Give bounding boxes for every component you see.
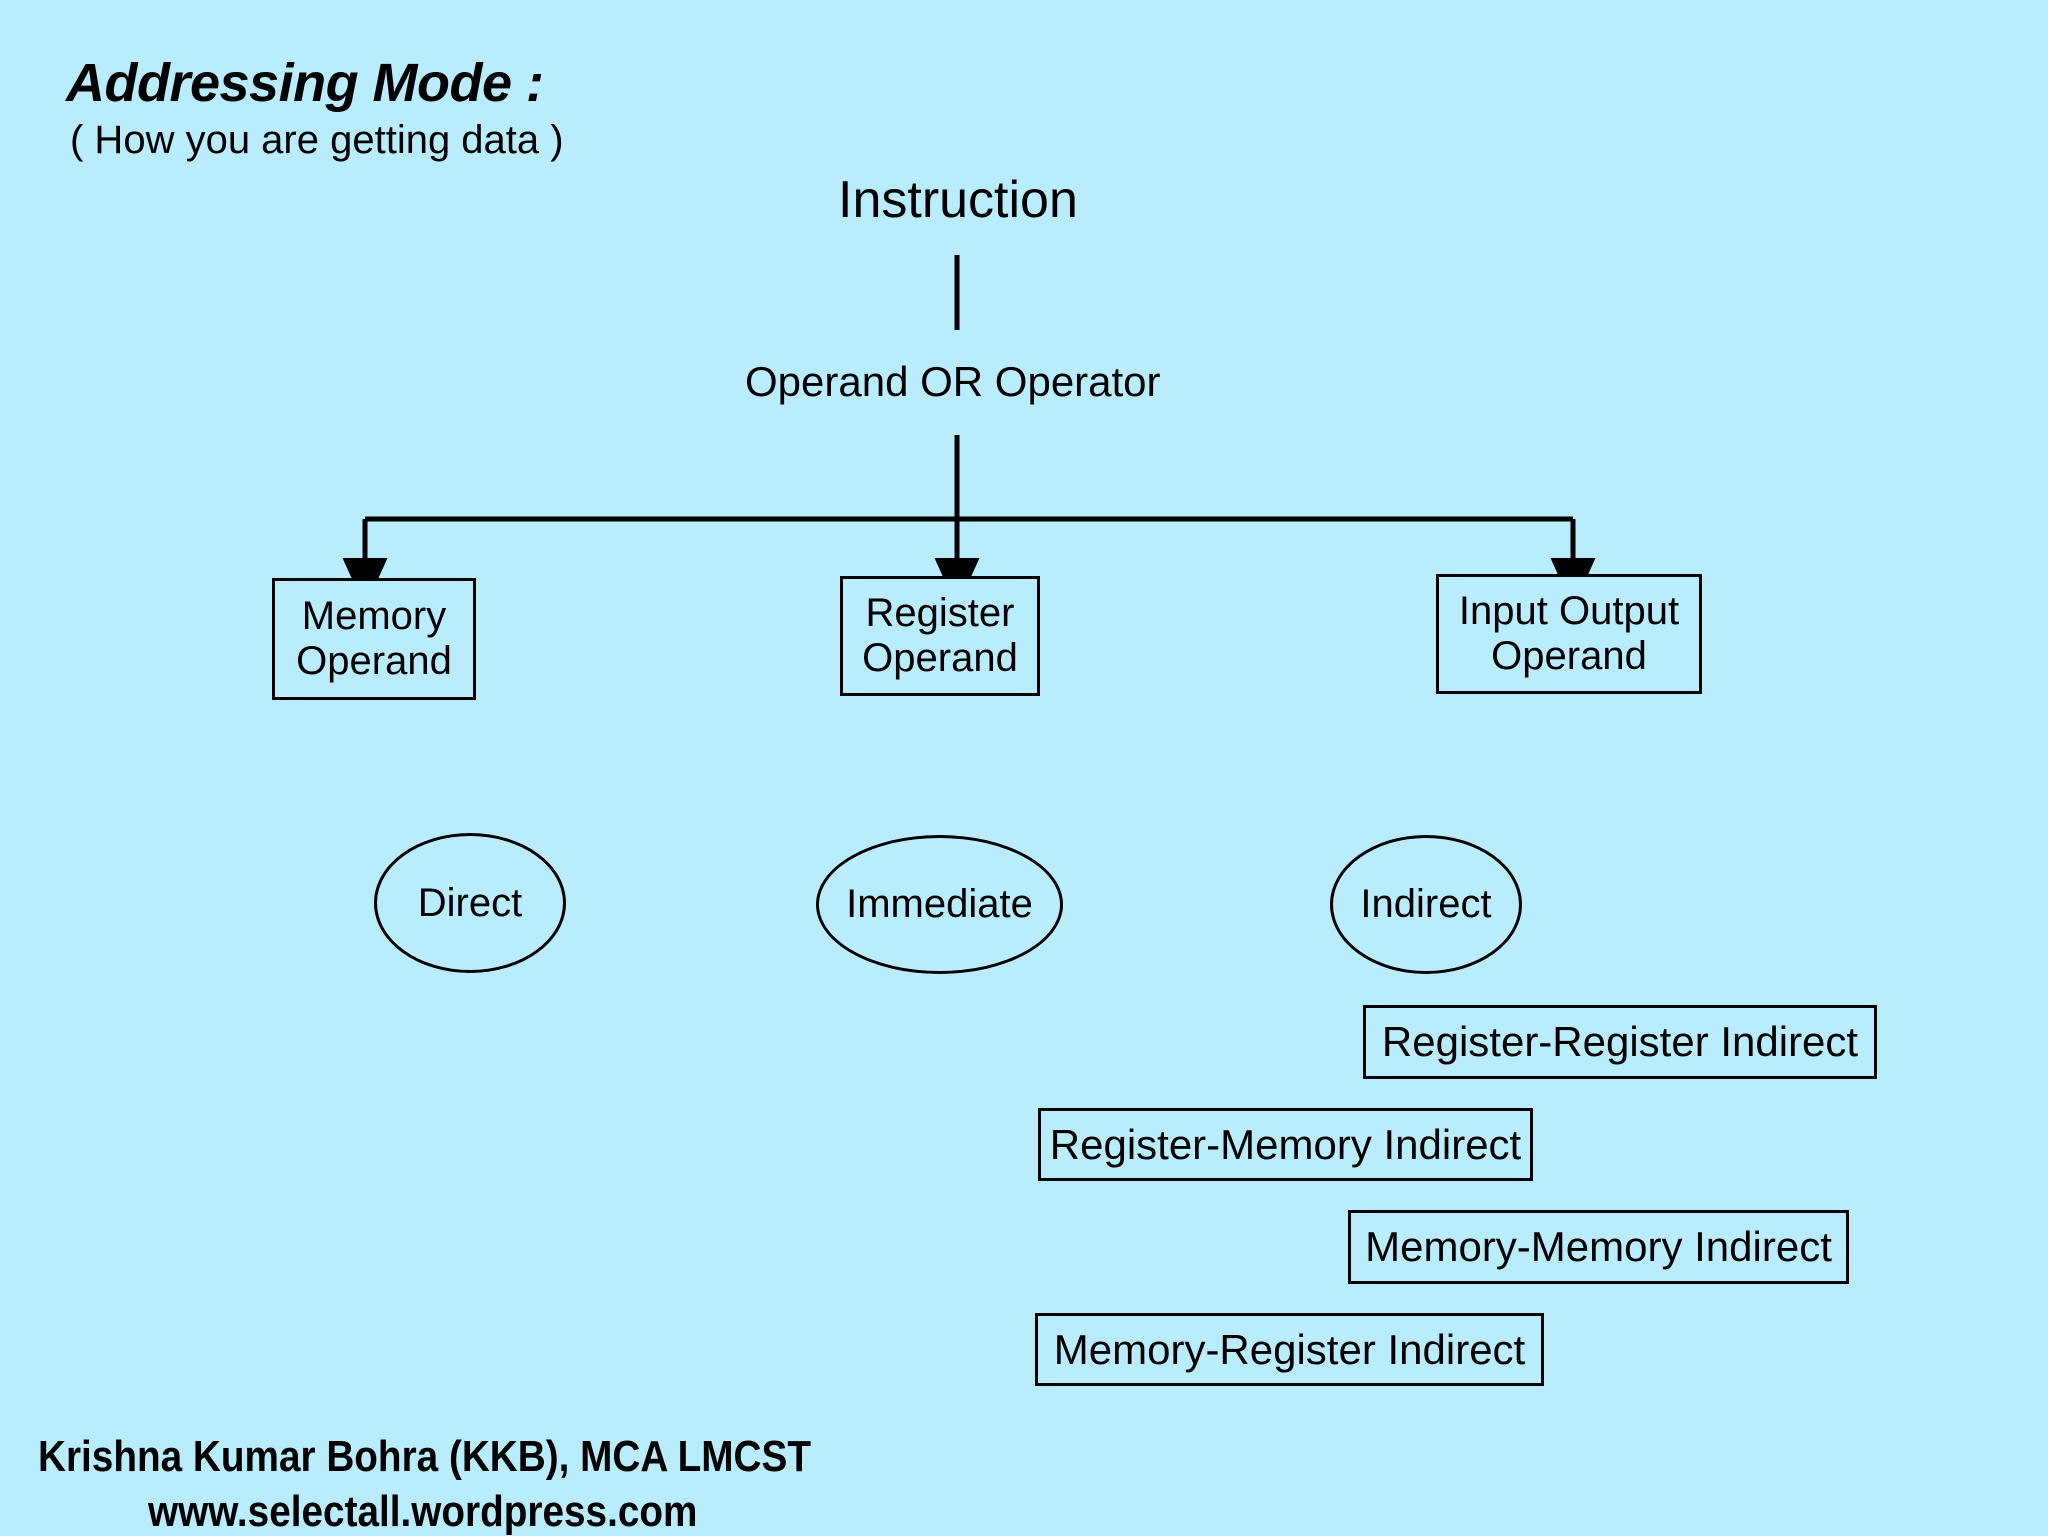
indirect-mode-ellipse: Indirect: [1330, 835, 1522, 974]
register-register-indirect-box: Register-Register Indirect: [1363, 1005, 1877, 1079]
register-operand-line2: Operand: [862, 636, 1018, 680]
memory-operand-box: Memory Operand: [272, 578, 476, 700]
immediate-mode-ellipse: Immediate: [816, 835, 1063, 974]
instruction-node-label: Instruction: [838, 171, 1078, 229]
direct-mode-label: Direct: [417, 880, 523, 925]
memory-memory-indirect-box: Memory-Memory Indirect: [1348, 1210, 1849, 1284]
memory-register-indirect-label: Memory-Register Indirect: [1053, 1325, 1526, 1373]
register-operand-box: Register Operand: [840, 576, 1040, 696]
io-operand-line2: Operand: [1491, 634, 1647, 678]
io-operand-line1: Input Output: [1458, 589, 1680, 634]
immediate-mode-label: Immediate: [846, 882, 1033, 926]
direct-mode-ellipse: Direct: [374, 833, 566, 973]
memory-operand-line1: Memory: [301, 594, 447, 639]
footer-author: Krishna Kumar Bohra (KKB), MCA LMCST: [38, 1432, 811, 1481]
operand-or-operator-node-label: Operand OR Operator: [745, 358, 1161, 405]
memory-operand-line2: Operand: [296, 639, 452, 683]
register-memory-indirect-label: Register-Memory Indirect: [1049, 1120, 1522, 1168]
register-register-indirect-label: Register-Register Indirect: [1381, 1018, 1859, 1065]
page-subtitle: ( How you are getting data ): [70, 118, 564, 162]
indirect-mode-label: Indirect: [1360, 882, 1492, 926]
register-operand-line1: Register: [865, 591, 1015, 636]
footer-website: www.selectall.wordpress.com: [148, 1487, 698, 1536]
register-memory-indirect-box: Register-Memory Indirect: [1038, 1108, 1533, 1181]
page-title: Addressing Mode :: [66, 53, 544, 113]
memory-register-indirect-box: Memory-Register Indirect: [1035, 1313, 1544, 1386]
memory-memory-indirect-label: Memory-Memory Indirect: [1365, 1223, 1832, 1270]
input-output-operand-box: Input Output Operand: [1436, 574, 1702, 694]
